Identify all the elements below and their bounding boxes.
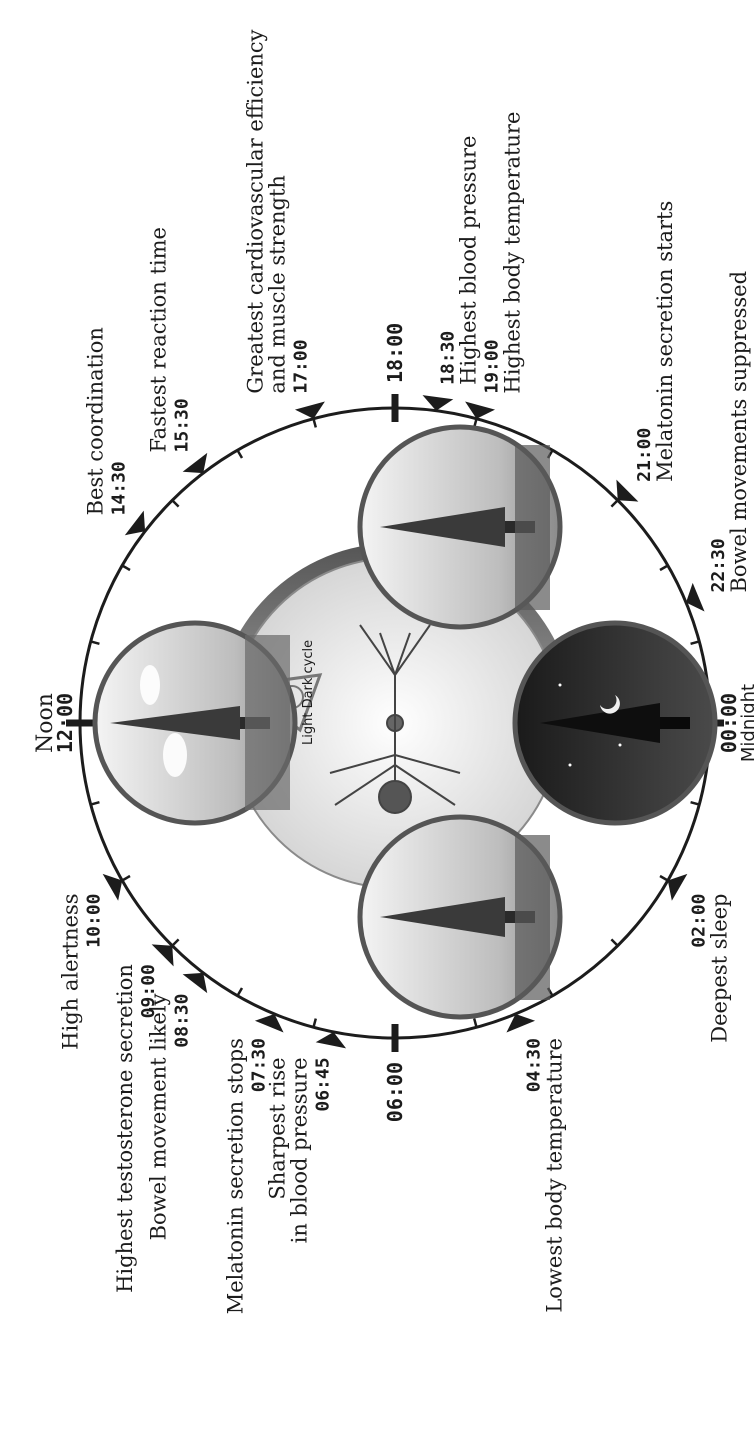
event-text: Lowest body temperature bbox=[542, 1038, 566, 1313]
event-text: Highest testosterone secretion bbox=[113, 964, 137, 1293]
center-label: Light Dark cycle bbox=[301, 640, 316, 745]
midnight-scene-image bbox=[515, 623, 715, 823]
six-pm-time: 18:00 bbox=[383, 323, 407, 383]
event-time: 04:30 bbox=[523, 1038, 544, 1092]
event-time: 21:00 bbox=[634, 428, 655, 482]
event-text: Fastest reaction time bbox=[146, 227, 170, 452]
event-time: 14:30 bbox=[108, 461, 129, 515]
six-am-time: 06:00 bbox=[383, 1062, 407, 1122]
morning-scene-image bbox=[360, 817, 560, 1017]
event-time: 06:45 bbox=[312, 1057, 333, 1111]
event-text: Bowel movement likely bbox=[146, 993, 170, 1240]
event-text: Melatonin secretion starts bbox=[653, 201, 677, 482]
event-text: Bowel movements suppressed bbox=[727, 271, 751, 593]
event-time: 08:30 bbox=[171, 994, 192, 1048]
event-time: 18:30 bbox=[438, 331, 459, 385]
evening-scene-image bbox=[360, 427, 560, 627]
event-time: 02:00 bbox=[688, 894, 709, 948]
event-text-line2: and muscle strength bbox=[266, 175, 290, 394]
event-time: 22:30 bbox=[708, 538, 729, 592]
event-text: Sharpest rise bbox=[265, 1057, 289, 1199]
event-time: 19:00 bbox=[481, 339, 502, 393]
event-marker-icon bbox=[183, 453, 208, 473]
noon-scene-image bbox=[95, 623, 295, 823]
event-text: Highest blood pressure bbox=[457, 136, 481, 385]
event-text: Highest body temperature bbox=[500, 112, 524, 394]
event-text: Best coordination bbox=[83, 327, 107, 515]
event-text: High alertness bbox=[59, 894, 83, 1050]
midnight-label: Midnight bbox=[738, 684, 754, 762]
event-time: 15:30 bbox=[171, 398, 192, 452]
event-text: Greatest cardiovascular efficiency bbox=[244, 29, 268, 393]
event-time: 17:00 bbox=[291, 339, 312, 393]
event-marker-icon bbox=[183, 973, 208, 993]
event-text: Deepest sleep bbox=[707, 894, 731, 1043]
event-marker-icon bbox=[616, 480, 638, 502]
noon-time: 12:00 bbox=[53, 693, 77, 753]
event-marker-icon bbox=[152, 944, 174, 966]
event-text: Melatonin secretion stops bbox=[224, 1038, 248, 1314]
event-time: 10:00 bbox=[84, 894, 105, 948]
event-text-line2: in blood pressure bbox=[287, 1057, 311, 1243]
